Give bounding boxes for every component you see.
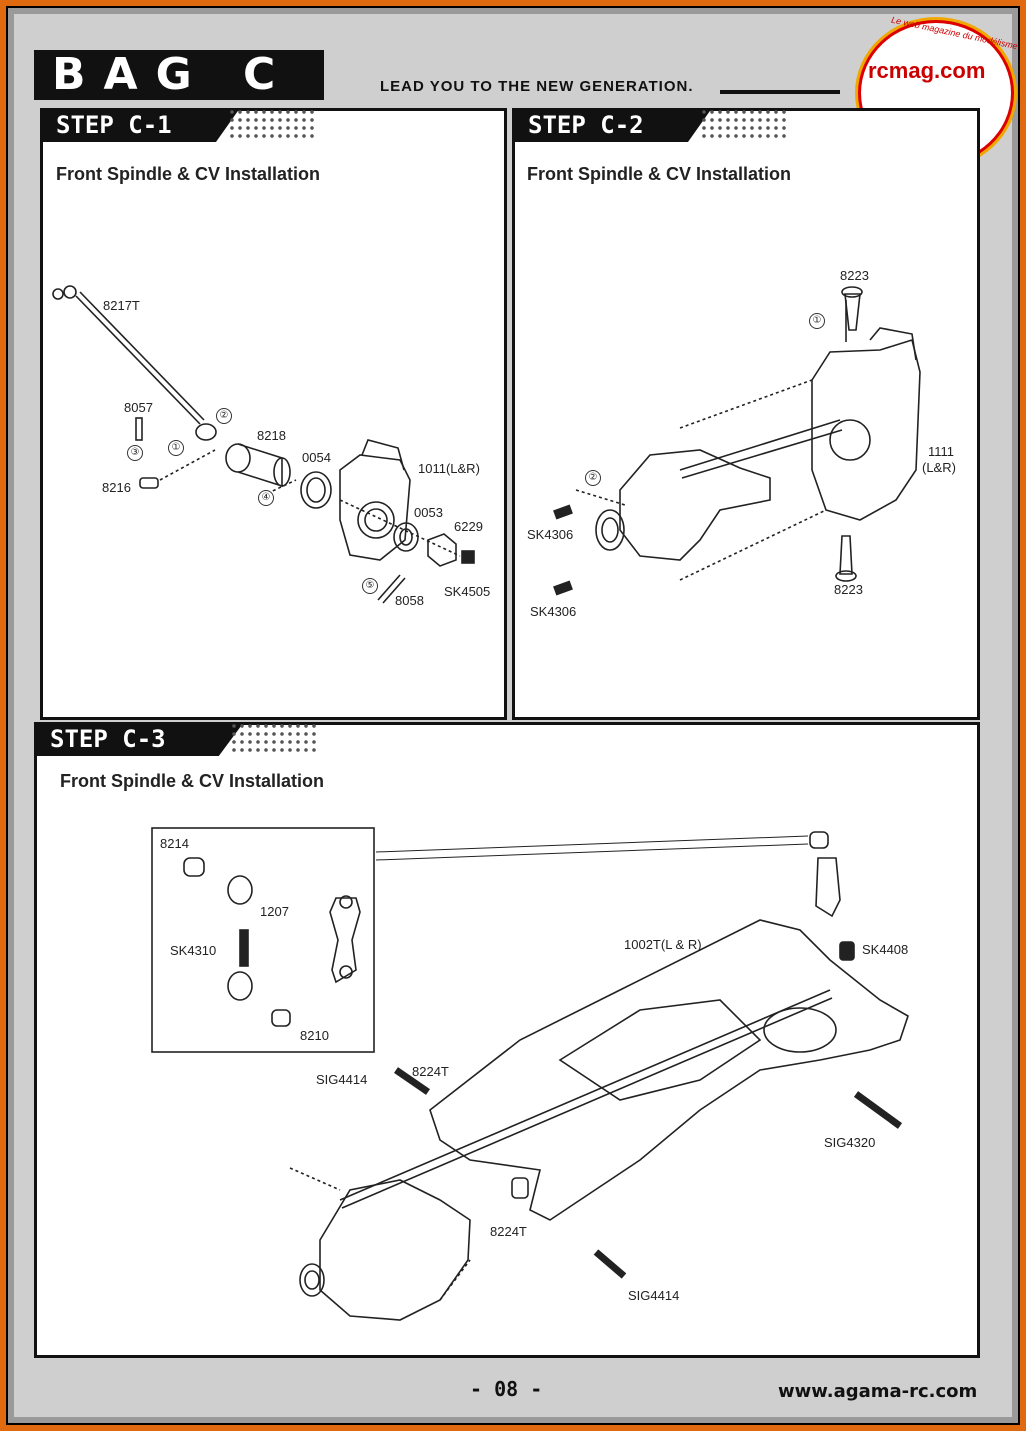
step-c2-tab: STEP C-2 <box>512 108 712 142</box>
part-label: 8057 <box>124 400 153 415</box>
tagline: LEAD YOU TO THE NEW GENERATION. <box>380 78 694 95</box>
hub-carrier-drawing <box>339 439 411 561</box>
part-label: 8223 <box>834 582 863 597</box>
website-url: www.agama-rc.com <box>778 1381 978 1402</box>
step-c3-dots <box>230 722 320 756</box>
pin-8216-drawing <box>139 477 159 489</box>
page-number: - 08 - <box>470 1377 543 1401</box>
pin-8058-drawing <box>377 574 401 601</box>
callout-number: ② <box>585 470 601 486</box>
part-label: SK4306 <box>530 604 577 619</box>
bag-title: BAG C <box>34 50 324 100</box>
setscrew-sk4505-drawing <box>461 550 475 564</box>
part-label: 8224T <box>490 1224 527 1239</box>
step-c3-title: Front Spindle & CV Installation <box>60 771 325 791</box>
watermark-site: rcmag.com <box>868 58 986 83</box>
part-label: SK4306 <box>527 527 574 542</box>
part-label: SIG4320 <box>824 1135 876 1150</box>
part-label: 8224T <box>412 1064 449 1079</box>
part-label: 0053 <box>414 505 443 520</box>
part-label: SIG4414 <box>628 1288 680 1303</box>
spindle-assembly-drawing <box>553 286 921 596</box>
step-c1-panel <box>40 108 507 720</box>
callout-number: ① <box>809 313 825 329</box>
linkage-inset-drawing <box>183 857 361 1027</box>
step-c1-title: Front Spindle & CV Installation <box>56 164 321 184</box>
callout-number: ② <box>216 408 232 424</box>
part-label: 6229 <box>454 519 483 534</box>
front-arm-assembly-drawing <box>289 831 909 1321</box>
part-label: 0054 <box>302 450 331 465</box>
part-label: 8058 <box>395 593 424 608</box>
callout-number: ④ <box>258 490 274 506</box>
step-c1-tab: STEP C-1 <box>40 108 240 142</box>
part-label: 8214 <box>160 836 189 851</box>
part-label: 8223 <box>840 268 869 283</box>
part-label: (L&R) <box>922 460 956 475</box>
part-label: 8216 <box>102 480 131 495</box>
part-label: 8217T <box>103 298 140 313</box>
bearing-0054-drawing <box>300 471 332 509</box>
callout-number: ① <box>168 440 184 456</box>
part-label: SK4505 <box>444 584 491 599</box>
callout-number: ⑤ <box>362 578 378 594</box>
part-label: 1011(L&R) <box>418 461 480 476</box>
step-c2-dots <box>700 108 790 142</box>
part-label: 1207 <box>260 904 289 919</box>
linkage-inset-box <box>151 827 375 1053</box>
cv-driveshaft-drawing <box>52 285 217 441</box>
part-label: 1111 <box>928 444 955 459</box>
part-label: 1002T(L & R) <box>624 937 702 952</box>
cv-cup-drawing <box>225 443 291 488</box>
part-label: 8210 <box>300 1028 329 1043</box>
brand-logo-line <box>720 90 840 94</box>
step-c1-dots <box>228 108 318 142</box>
part-label: SK4310 <box>170 943 217 958</box>
pin-8057-drawing <box>135 417 143 441</box>
part-label: SK4408 <box>862 942 909 957</box>
part-label: 8218 <box>257 428 286 443</box>
step-c3-tab: STEP C-3 <box>34 722 244 756</box>
part-label: SIG4414 <box>316 1072 368 1087</box>
hex-6229-drawing <box>427 533 457 567</box>
step-c2-title: Front Spindle & CV Installation <box>527 164 792 184</box>
callout-number: ③ <box>127 445 143 461</box>
